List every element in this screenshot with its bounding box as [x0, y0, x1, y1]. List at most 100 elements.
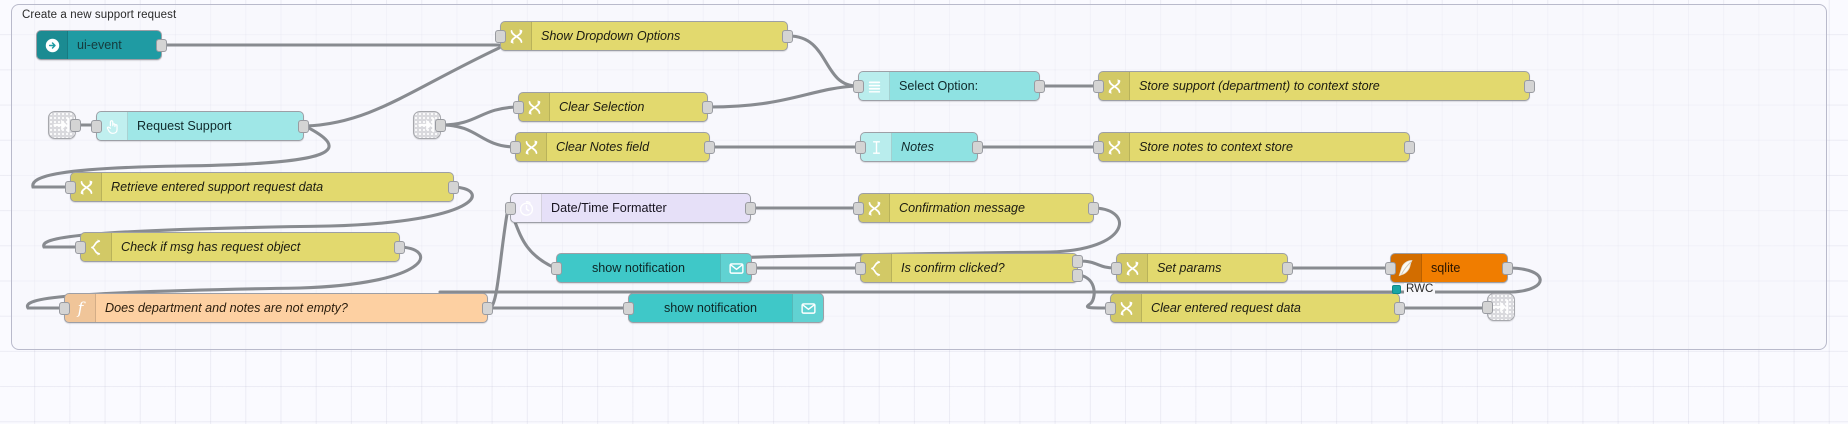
node-output-port-1[interactable]: [70, 119, 81, 132]
node-clear-notes[interactable]: Clear Notes field: [510, 132, 715, 162]
node-label: Select Option:: [899, 79, 979, 93]
node-output-port-1[interactable]: [746, 262, 757, 275]
node-input-port[interactable]: [855, 141, 866, 154]
node-input-port[interactable]: [1111, 262, 1122, 275]
node-request-support[interactable]: Request Support: [91, 111, 309, 141]
svg-text:f: f: [76, 300, 86, 317]
node-input-port[interactable]: [495, 30, 506, 43]
node-show-dropdown[interactable]: Show Dropdown Options: [495, 21, 793, 51]
node-label: Check if msg has request object: [121, 240, 301, 254]
node-label: show notification: [663, 301, 758, 315]
change-shuffle-icon: [1111, 294, 1142, 322]
node-input-port[interactable]: [551, 262, 562, 275]
envelope-icon: [792, 294, 823, 322]
change-shuffle-icon: [1117, 254, 1148, 282]
node-output-port-1[interactable]: [1034, 80, 1045, 93]
node-input-port[interactable]: [75, 241, 86, 254]
node-input-port[interactable]: [855, 262, 866, 275]
node-input-port[interactable]: [91, 120, 102, 133]
node-link-in-1[interactable]: [48, 111, 81, 139]
node-output-port-1[interactable]: [156, 39, 167, 52]
node-output-port-1[interactable]: [448, 181, 459, 194]
node-input-port[interactable]: [1105, 302, 1116, 315]
clock-icon: [511, 194, 542, 222]
node-confirm-msg[interactable]: Confirmation message: [853, 193, 1099, 223]
node-set-params[interactable]: Set params: [1111, 253, 1293, 283]
node-output-port-1[interactable]: [1394, 302, 1405, 315]
node-input-port[interactable]: [853, 202, 864, 215]
node-output-port-1[interactable]: [1404, 141, 1415, 154]
node-link-out-1[interactable]: [1482, 293, 1515, 321]
node-label: Clear Selection: [559, 100, 645, 114]
change-shuffle-icon: [1099, 133, 1130, 161]
node-output-port-1[interactable]: [1502, 262, 1513, 275]
status-badge: RWC: [1392, 283, 1436, 295]
node-is-confirm[interactable]: Is confirm clicked?: [855, 253, 1083, 283]
node-input-port[interactable]: [1385, 262, 1396, 275]
node-clear-selection[interactable]: Clear Selection: [513, 92, 713, 122]
node-output-port-1[interactable]: [298, 120, 309, 133]
node-output-port-1[interactable]: [435, 119, 446, 132]
node-select-option[interactable]: Select Option:: [853, 71, 1045, 101]
node-label: ui-event: [77, 38, 122, 52]
node-input-port[interactable]: [623, 302, 634, 315]
node-output-port-1[interactable]: [702, 101, 713, 114]
node-input-port[interactable]: [853, 80, 864, 93]
flow-group-label: Create a new support request: [22, 9, 177, 21]
list-lines-icon: [859, 72, 890, 100]
node-output-port-1[interactable]: [1282, 262, 1293, 275]
text-cursor-icon: [861, 133, 892, 161]
node-sqlite[interactable]: sqlite: [1385, 253, 1513, 283]
node-clear-request[interactable]: Clear entered request data: [1105, 293, 1405, 323]
node-output-port-2[interactable]: [1072, 269, 1083, 282]
change-shuffle-icon: [1099, 72, 1130, 100]
node-link-in-2[interactable]: [413, 111, 446, 139]
node-input-port[interactable]: [1093, 141, 1104, 154]
node-label: sqlite: [1431, 261, 1461, 275]
node-label: show notification: [591, 261, 686, 275]
feather-icon: [1391, 254, 1422, 282]
change-shuffle-icon: [501, 22, 532, 50]
envelope-icon: [720, 254, 751, 282]
node-label: Clear entered request data: [1151, 301, 1301, 315]
node-label: Request Support: [137, 119, 232, 133]
node-input-port[interactable]: [59, 302, 70, 315]
node-output-port-1[interactable]: [1072, 255, 1083, 268]
node-label: Does department and notes are not empty?: [105, 301, 348, 315]
node-input-port[interactable]: [510, 141, 521, 154]
node-dept-notes-empty[interactable]: f Does department and notes are not empty…: [59, 293, 493, 323]
status-text: RWC: [1404, 283, 1436, 295]
node-retrieve-data[interactable]: Retrieve entered support request data: [65, 172, 459, 202]
node-datetime-fmt[interactable]: Date/Time Formatter: [505, 193, 756, 223]
node-show-notif-2[interactable]: show notification: [623, 293, 824, 323]
switch-fork-icon: [861, 254, 892, 282]
node-label: Clear Notes field: [556, 140, 650, 154]
node-store-notes[interactable]: Store notes to context store: [1093, 132, 1415, 162]
change-shuffle-icon: [516, 133, 547, 161]
node-output-port-1[interactable]: [972, 141, 983, 154]
node-input-port[interactable]: [65, 181, 76, 194]
node-check-msg[interactable]: Check if msg has request object: [75, 232, 405, 262]
node-input-port[interactable]: [513, 101, 524, 114]
switch-fork-icon: [81, 233, 112, 261]
node-output-port-1[interactable]: [1088, 202, 1099, 215]
node-output-port-1[interactable]: [482, 302, 493, 315]
node-show-notif-1[interactable]: show notification: [551, 253, 757, 283]
node-label: Notes: [901, 140, 934, 154]
node-output-port-1[interactable]: [1524, 80, 1535, 93]
pointer-hand-icon: [97, 112, 128, 140]
node-label: Date/Time Formatter: [551, 201, 667, 215]
node-label: Is confirm clicked?: [901, 261, 1005, 275]
node-input-port[interactable]: [1482, 301, 1493, 314]
node-output-port-1[interactable]: [782, 30, 793, 43]
node-label: Show Dropdown Options: [541, 29, 681, 43]
node-input-port[interactable]: [1093, 80, 1104, 93]
node-output-port-1[interactable]: [745, 202, 756, 215]
node-store-support[interactable]: Store support (department) to context st…: [1093, 71, 1535, 101]
node-notes[interactable]: Notes: [855, 132, 983, 162]
node-output-port-1[interactable]: [704, 141, 715, 154]
node-ui-event[interactable]: ui-event: [36, 30, 167, 60]
node-output-port-1[interactable]: [394, 241, 405, 254]
node-input-port[interactable]: [505, 202, 516, 215]
